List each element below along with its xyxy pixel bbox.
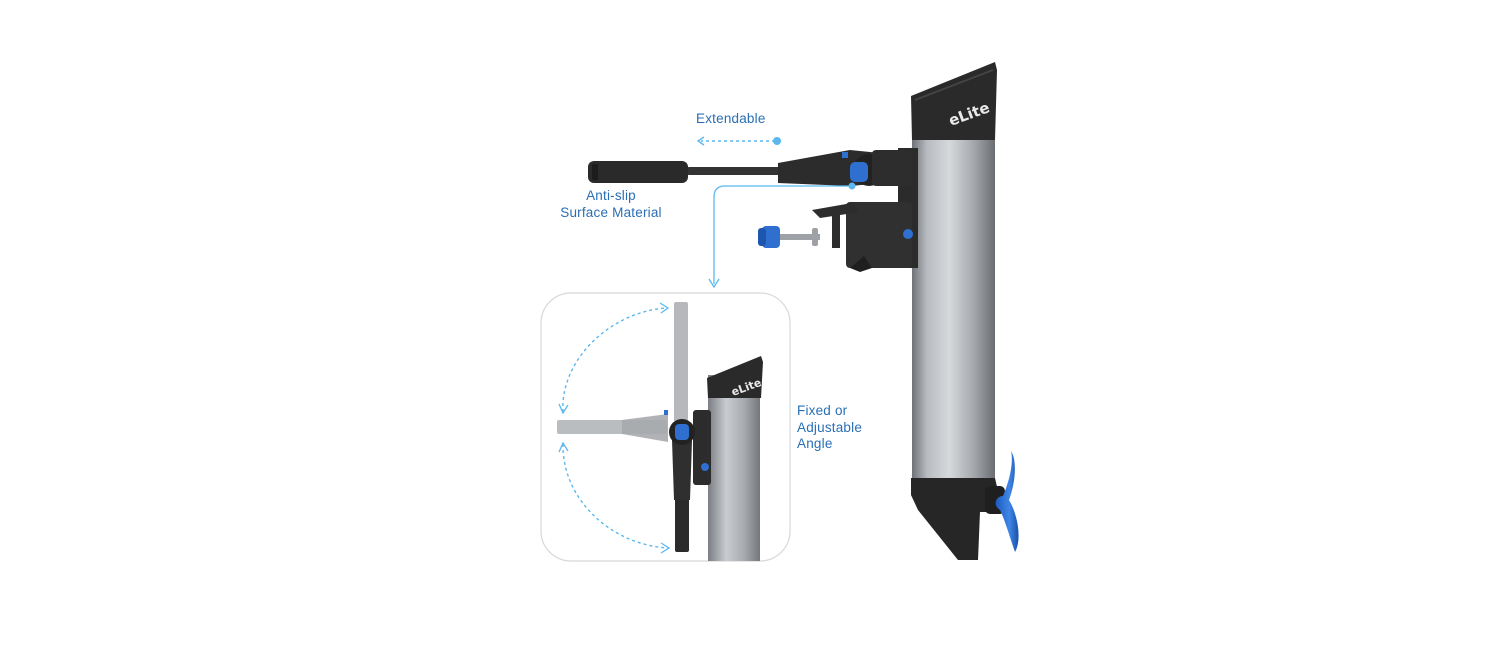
angle-label-line-1: Fixed or	[797, 403, 848, 418]
motor-head-cap	[911, 62, 997, 140]
clamp-screw-knob	[762, 226, 780, 248]
tiller-position-up	[674, 302, 688, 422]
detail-connector-arrow	[708, 182, 856, 289]
angle-arc-upper	[562, 307, 667, 413]
extendable-label: Extendable	[696, 111, 766, 128]
anti-slip-label-line-1: Anti-slip	[586, 188, 636, 203]
angle-label: Fixed or Adjustable Angle	[797, 403, 862, 453]
tiller-rod	[686, 167, 786, 175]
motor-shaft	[912, 110, 995, 482]
tiller-angle-button	[850, 162, 868, 182]
anti-slip-label-line-2: Surface Material	[560, 204, 662, 220]
clamp-bracket	[846, 202, 912, 268]
angle-label-line-3: Angle	[797, 436, 833, 451]
angle-label-line-2: Adjustable	[797, 419, 863, 435]
propeller	[995, 451, 1019, 552]
extendable-label-line: Extendable	[696, 111, 766, 126]
extendable-guide-arrow	[696, 136, 781, 146]
bracket-release-button	[903, 229, 913, 239]
anti-slip-label: Anti-slip Surface Material	[557, 188, 665, 221]
tiller-grip	[588, 161, 688, 183]
angle-detail-inset: eLite	[540, 292, 791, 562]
electric-outboard-motor: eLite	[588, 62, 1019, 560]
angle-arc-lower	[562, 443, 669, 549]
motor-lower-unit	[911, 478, 1000, 560]
